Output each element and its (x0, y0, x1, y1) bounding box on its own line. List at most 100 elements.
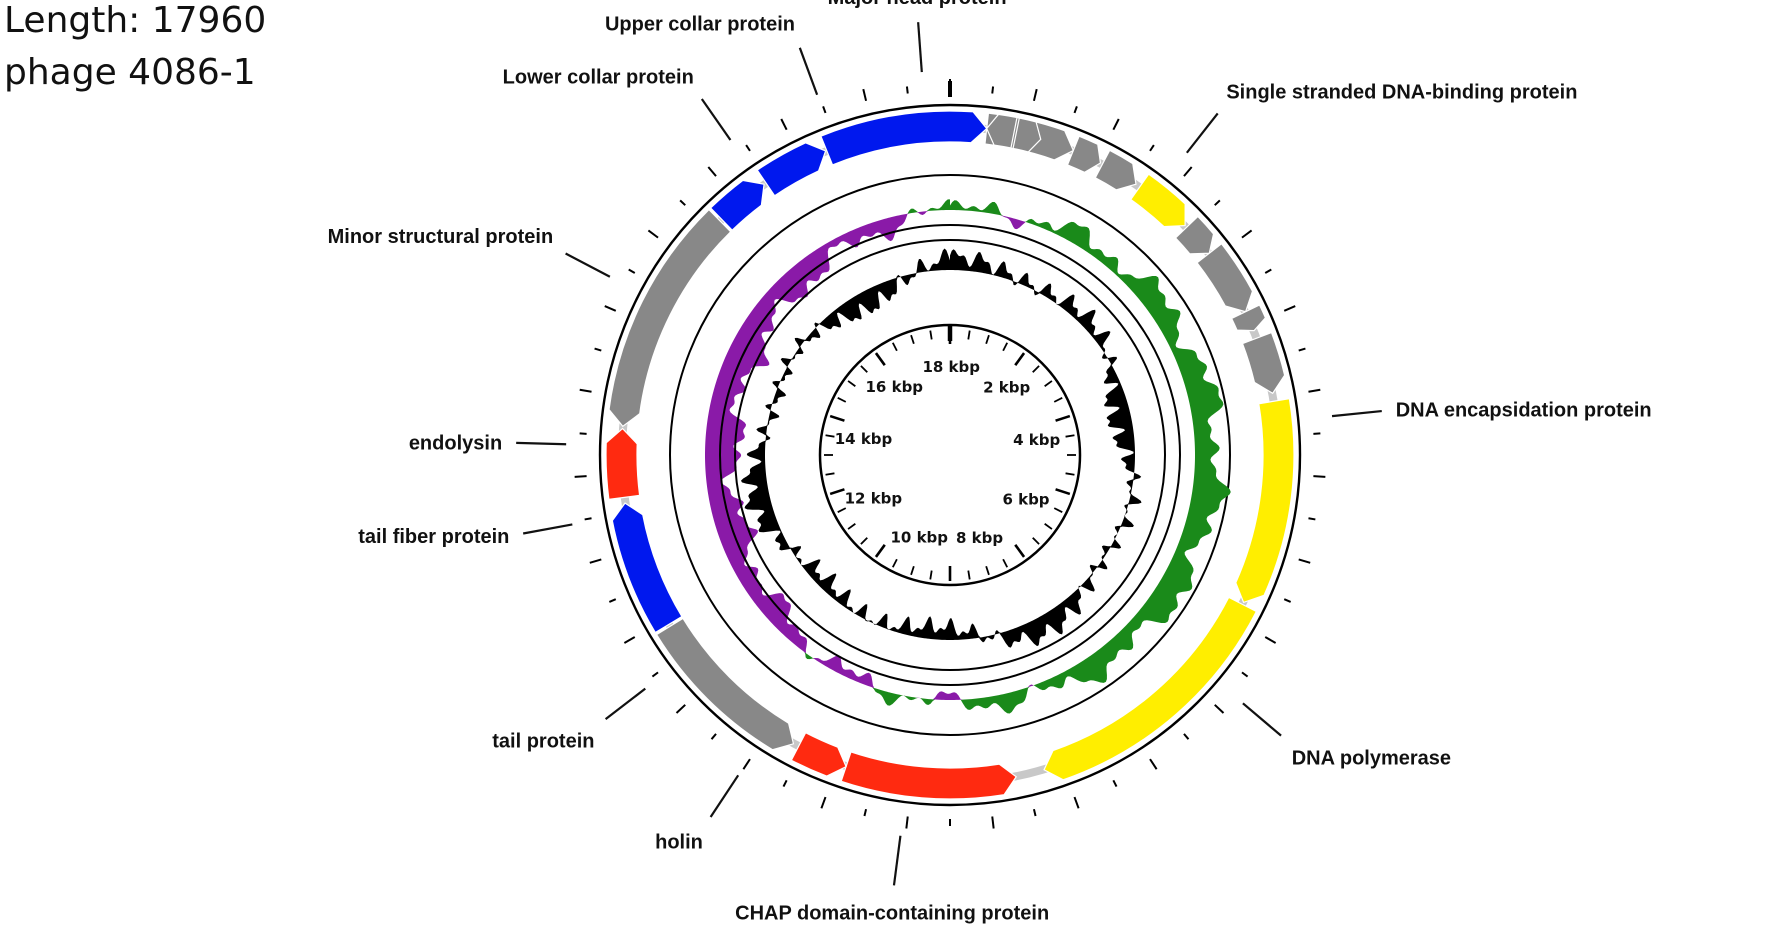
inner-tick (860, 365, 868, 373)
outer-tick (862, 88, 868, 102)
outer-tick (623, 636, 636, 644)
outer-tick (675, 704, 686, 714)
gene-track (605, 110, 1295, 800)
inner-tick (1053, 507, 1063, 514)
kbp-label: 6 kbp (1002, 490, 1049, 508)
outer-tick (1073, 106, 1078, 114)
outer-tick (651, 671, 659, 678)
inner-tick (825, 472, 835, 476)
gene-arrow-structural (820, 110, 988, 166)
inner-tick (874, 544, 886, 558)
gene-label: DNA polymerase (1292, 748, 1451, 770)
gene-label: Major head protein (828, 0, 1007, 9)
gene-arrow-hypothetical (655, 617, 795, 751)
label-leader-line (709, 774, 740, 818)
outer-tick (1112, 779, 1118, 787)
outer-tick (647, 229, 659, 239)
outer-tick (608, 598, 617, 603)
outer-tick-marks (574, 79, 1326, 829)
outer-tick (1283, 598, 1292, 603)
label-leader-line (700, 98, 732, 141)
outer-tick (1112, 118, 1120, 131)
inner-tick (967, 570, 971, 580)
gene-label: Single stranded DNA-binding protein (1226, 81, 1577, 103)
gene-label: tail protein (492, 731, 594, 753)
kbp-label: 8 kbp (956, 529, 1003, 547)
inner-tick (829, 488, 845, 496)
outer-tick (579, 388, 592, 393)
label-leader-line (892, 835, 902, 886)
inner-tick (1055, 488, 1071, 496)
kbp-label: 10 kbp (890, 528, 948, 546)
inner-tick (1014, 544, 1026, 558)
gene-arrow-hypothetical (985, 113, 1018, 149)
outer-tick (628, 268, 636, 274)
inner-tick (1044, 523, 1053, 530)
outer-tick (1308, 388, 1321, 393)
outer-tick (1241, 671, 1249, 678)
inner-tick (1044, 380, 1053, 387)
outer-tick (1032, 808, 1037, 817)
outer-tick (1149, 144, 1155, 152)
outer-tick (1264, 268, 1272, 274)
gene-arrow-lysis (605, 427, 641, 501)
inner-tick (1002, 342, 1009, 352)
inner-tick (829, 414, 845, 422)
inner-tick (910, 334, 915, 345)
inner-tick (860, 537, 868, 545)
inner-tick (985, 334, 990, 345)
gene-label: Minor structural protein (328, 226, 554, 248)
phage-name-text: phage 4086-1 (4, 52, 256, 93)
kbp-label: 12 kbp (845, 489, 903, 507)
outer-tick (1308, 517, 1316, 521)
label-leader-line (516, 441, 567, 446)
label-leader-line (798, 47, 819, 96)
outer-tick (594, 347, 602, 352)
gene-label: CHAP domain-containing protein (735, 902, 1049, 924)
outer-ring (598, 103, 1302, 807)
gc-content-ring-outer (719, 224, 1181, 686)
inner-tick (874, 352, 886, 366)
gene-arrow-structural (611, 502, 683, 634)
outer-tick (991, 816, 995, 829)
inner-tick (891, 342, 898, 352)
outer-tick (782, 779, 788, 787)
inner-tick (967, 330, 971, 340)
outer-tick (1313, 475, 1326, 478)
outer-tick (905, 816, 909, 829)
gene-arrow-structural (709, 179, 765, 232)
inner-tick (910, 565, 915, 576)
outer-tick (1241, 229, 1253, 239)
inner-tick (847, 380, 856, 387)
gene-arrow-hypothetical (608, 208, 732, 428)
inner-tick (1053, 396, 1063, 403)
inner-tick (1065, 434, 1075, 438)
inner-tick (837, 507, 847, 514)
inner-tick (1014, 352, 1026, 366)
gene-label: DNA encapsidation protein (1396, 400, 1652, 422)
gene-label: tail fiber protein (358, 526, 509, 548)
inner-tick (1032, 365, 1040, 373)
outer-tick (1298, 558, 1311, 564)
outer-tick (1073, 796, 1080, 809)
inner-tick (1065, 472, 1075, 476)
kbp-label: 14 kbp (835, 430, 893, 448)
outer-tick (707, 166, 717, 177)
label-leader-line (1185, 112, 1219, 154)
inner-tick (1055, 414, 1071, 422)
outer-tick (822, 106, 827, 114)
label-leader-line (522, 523, 573, 535)
inner-tick (1032, 537, 1040, 545)
inner-tick (891, 558, 898, 568)
inner-tick (825, 434, 835, 438)
outer-tick (589, 558, 602, 564)
gc-content-track (741, 248, 1142, 648)
gene-arrow-replication (1043, 596, 1258, 781)
gene-arrow-hypothetical (1174, 215, 1215, 255)
gene-arrow-lysis (840, 751, 1018, 800)
outer-tick (1298, 347, 1306, 352)
gene-arrow-lysis (790, 731, 847, 777)
gene-arrow-hypothetical (1196, 242, 1254, 313)
outer-tick (1183, 166, 1193, 177)
inner-tick (985, 565, 990, 576)
